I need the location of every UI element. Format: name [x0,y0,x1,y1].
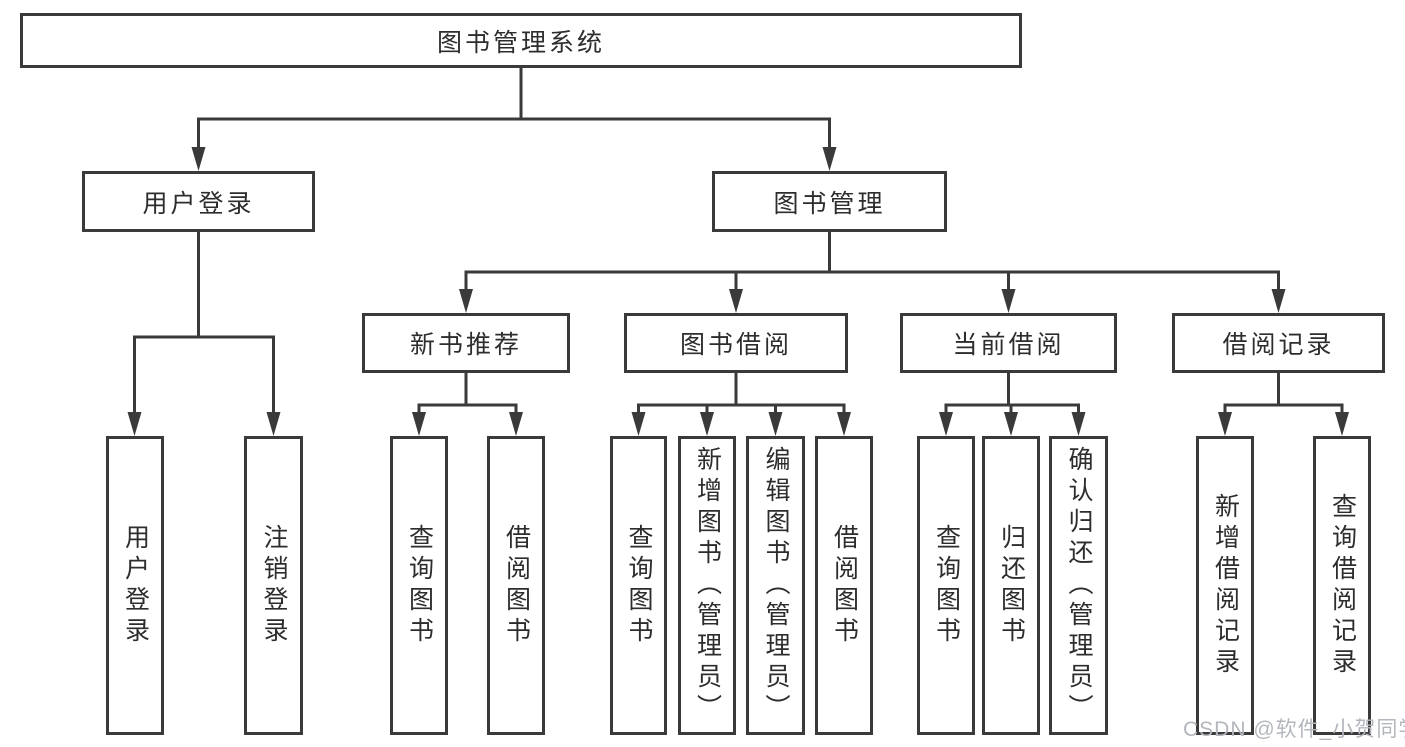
leaf-confirm-return-admin: 确认归还（管理员） [1049,436,1108,735]
leaf-label: 注销登录 [260,523,288,648]
leaf-label: 借阅图书 [830,523,859,648]
leaf-label: 编辑图书（管理员） [762,446,790,725]
leaf-label: 新增借阅记录 [1211,492,1240,679]
leaf-add-borrow-record: 新增借阅记录 [1196,436,1254,735]
leaf-edit-books-admin: 编辑图书（管理员） [746,436,805,735]
leaf-add-books-admin: 新增图书（管理员） [678,436,736,735]
leaf-borrow-books: 借阅图书 [815,436,873,735]
leaf-borrow-books-recommend: 借阅图书 [487,436,545,735]
leaf-label: 新增图书（管理员） [693,446,722,725]
node-current-borrowing: 当前借阅 [900,313,1117,373]
leaf-label: 查询借阅记录 [1328,492,1357,679]
leaf-logout: 注销登录 [244,436,303,735]
leaf-label: 查询图书 [405,523,434,648]
leaf-query-books-current: 查询图书 [917,436,975,735]
leaf-return-books: 归还图书 [982,436,1040,735]
node-borrowing-records: 借阅记录 [1172,313,1385,373]
leaf-query-books-borrowing: 查询图书 [610,436,667,735]
leaf-label: 查询图书 [625,523,653,648]
leaf-label: 确认归还（管理员） [1065,446,1093,725]
node-new-book-recommendation: 新书推荐 [362,313,570,373]
node-user-login: 用户登录 [82,171,315,232]
node-library-management-system: 图书管理系统 [20,13,1022,68]
node-book-borrowing: 图书借阅 [624,313,848,373]
leaf-query-borrow-record: 查询借阅记录 [1313,436,1371,735]
leaf-label: 归还图书 [997,523,1026,648]
node-book-management: 图书管理 [712,171,947,232]
leaf-query-books-recommend: 查询图书 [390,436,448,735]
leaf-user-login: 用户登录 [106,436,164,735]
leaf-label: 用户登录 [121,523,150,648]
leaf-label: 借阅图书 [502,523,531,648]
leaf-label: 查询图书 [932,523,961,648]
csdn-watermark: CSDN @软件_小贺同学 [1183,718,1405,741]
